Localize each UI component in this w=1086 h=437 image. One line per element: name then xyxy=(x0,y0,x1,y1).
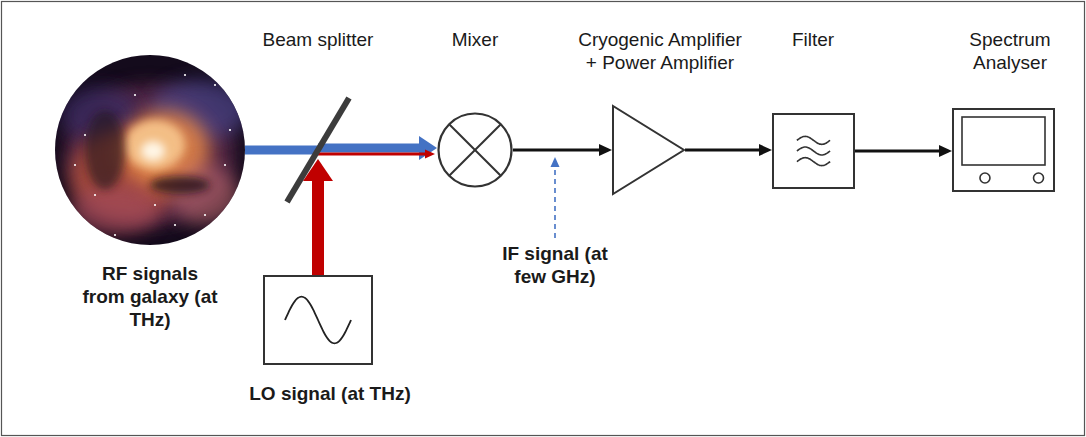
connector-line xyxy=(318,153,426,156)
connector-line xyxy=(312,180,324,275)
amplifier-symbol-shape xyxy=(612,105,685,195)
shape-circle xyxy=(154,204,156,206)
spectrum-analyser-shape xyxy=(952,108,1055,192)
shape-circle xyxy=(94,194,96,196)
signal-connector xyxy=(303,159,333,275)
connector-line xyxy=(855,150,940,153)
shape-line xyxy=(449,124,501,176)
galaxy-image-shape xyxy=(55,55,245,245)
filter-box: Filter xyxy=(772,113,855,189)
spectrum-analyser: Spectrum Analyser xyxy=(952,108,1055,192)
shape-circle xyxy=(84,134,86,136)
node-label: LO signal (at THz) xyxy=(215,382,445,405)
shape-circle xyxy=(184,74,186,76)
mixer-symbol: Mixer xyxy=(437,112,513,188)
node-label: Cryogenic Amplifier + Power Amplifier xyxy=(571,28,749,74)
shape-ellipse xyxy=(70,185,160,235)
arrowhead xyxy=(759,144,772,156)
shape-circle xyxy=(74,164,76,166)
connector-line xyxy=(685,149,760,152)
shape-ellipse xyxy=(170,165,240,225)
shape-circle xyxy=(174,224,176,226)
shape-rect xyxy=(773,114,854,188)
shape-ellipse xyxy=(141,141,165,161)
signal-connector xyxy=(855,145,952,157)
shape-path xyxy=(797,136,830,144)
shape-path xyxy=(797,147,830,155)
leader-line xyxy=(554,166,556,238)
node-label: Mixer xyxy=(420,28,530,51)
shape-rect xyxy=(953,109,1054,191)
amplifier-symbol: Cryogenic Amplifier + Power Amplifier xyxy=(612,105,685,195)
shape-circle xyxy=(980,173,990,183)
arrowhead xyxy=(425,150,435,159)
signal-connector xyxy=(245,150,318,151)
signal-connector xyxy=(513,144,612,156)
connector-line xyxy=(245,146,318,155)
shape-path xyxy=(285,297,351,344)
filter-box-shape xyxy=(772,113,855,189)
mixer-symbol-shape xyxy=(437,112,513,188)
beam-splitter: Beam splitter xyxy=(285,96,351,204)
node-label: Filter xyxy=(763,28,863,51)
node-label: Beam splitter xyxy=(233,28,403,51)
signal-connector xyxy=(318,136,437,160)
leader-arrowhead xyxy=(551,157,560,167)
shape-circle xyxy=(1034,173,1044,183)
beam-splitter-shape xyxy=(285,96,351,204)
arrowhead xyxy=(599,144,612,156)
shape-g xyxy=(55,55,250,245)
arrowhead xyxy=(939,145,952,157)
shape-circle xyxy=(214,84,216,86)
shape-circle xyxy=(439,114,512,187)
shape-path xyxy=(797,158,830,166)
shape-rect xyxy=(264,276,372,364)
signal-connector xyxy=(685,144,772,156)
shape-circle xyxy=(204,214,206,216)
signal-label: IF signal (at few GHz) xyxy=(488,242,623,288)
shape-ellipse xyxy=(150,176,210,194)
oscillator-box: LO signal (at THz) xyxy=(263,275,373,365)
node-label: RF signals from galaxy (at THz) xyxy=(80,262,220,332)
connector-line xyxy=(318,144,420,153)
shape-polygon xyxy=(613,106,684,194)
node-label: Spectrum Analyser xyxy=(950,28,1070,74)
connector-line xyxy=(513,149,600,152)
shape-rect xyxy=(962,117,1045,165)
shape-circle xyxy=(114,234,116,236)
shape-ellipse xyxy=(125,120,185,170)
shape-circle xyxy=(229,129,231,131)
galaxy-image: RF signals from galaxy (at THz) xyxy=(55,55,245,245)
shape-circle xyxy=(134,94,136,96)
arrowhead xyxy=(419,136,437,160)
shape-line xyxy=(287,98,349,202)
shape-line xyxy=(449,124,501,176)
shape-circle xyxy=(224,164,226,166)
oscillator-box-shape xyxy=(263,275,373,365)
shape-ellipse xyxy=(85,110,125,190)
